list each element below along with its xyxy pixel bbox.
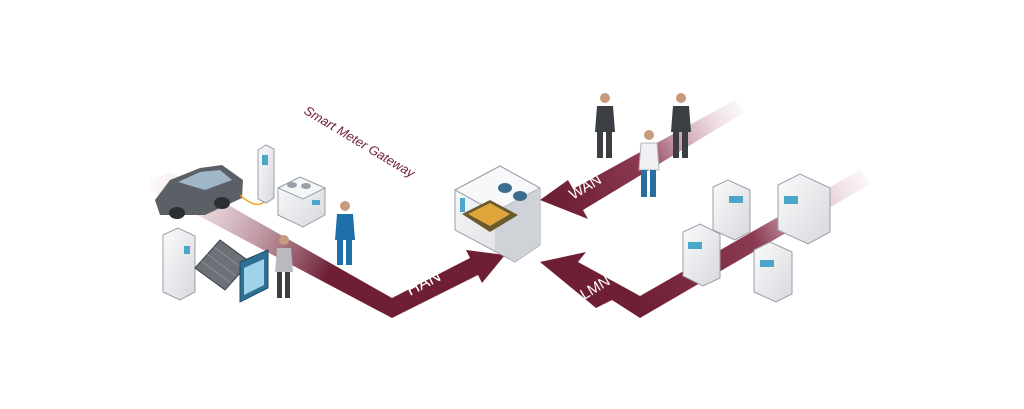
person-icon: [275, 235, 293, 298]
person-icon: [638, 130, 660, 197]
home-display-icon: [239, 249, 269, 303]
person-icon: [335, 201, 355, 265]
person-icon: [671, 93, 691, 158]
gateway-title: Smart Meter Gateway: [301, 103, 418, 182]
appliance-icon: [162, 227, 196, 301]
electric-car-icon: [155, 165, 243, 219]
lmn-arrow: LMN: [540, 170, 870, 318]
smart-meter-gateway-icon: [453, 165, 542, 263]
charging-station-icon: [257, 144, 275, 204]
heat-pump-icon: [276, 176, 327, 228]
electricity-meter-icon: [682, 223, 721, 287]
electricity-meter-icon: [753, 241, 793, 303]
gas-meter-icon: [777, 173, 831, 245]
person-icon: [595, 93, 615, 158]
electricity-meter-icon: [712, 179, 751, 241]
